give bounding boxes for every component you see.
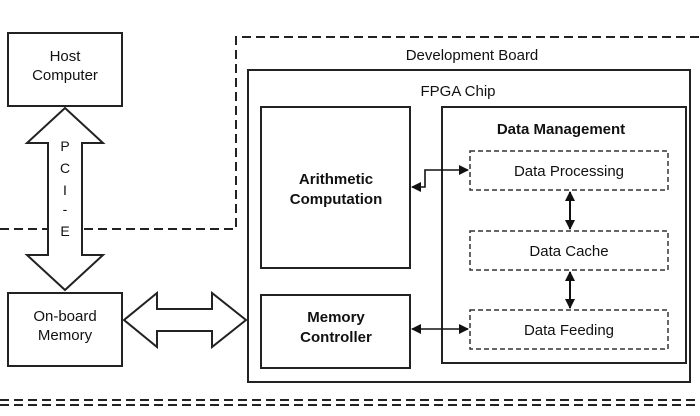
onboard-memory-box: [7, 292, 123, 367]
arithmetic-computation-label-line2: Computation: [290, 191, 382, 208]
pcie-letter: -: [63, 201, 68, 217]
data-management-title: Data Management: [497, 121, 625, 138]
onboard-memory-label-line1: On-board: [33, 308, 96, 325]
data-cache-label: Data Cache: [529, 243, 608, 260]
data-feeding-box: [469, 309, 669, 350]
pcie-letter: C: [60, 160, 70, 176]
pcie-letter: E: [60, 223, 69, 239]
development-board-label: Development Board: [406, 47, 539, 64]
pcie-letter: P: [60, 138, 69, 154]
memory-controller-label-line1: Memory: [307, 309, 365, 326]
pcie-bus-arrow: [24, 106, 106, 292]
development-board-boundary: [0, 36, 700, 230]
data-processing-label: Data Processing: [514, 163, 624, 180]
host-computer-label-line2: Computer: [32, 67, 98, 84]
data-processing-box: [469, 150, 669, 191]
memory-bus-arrow: [122, 290, 248, 350]
data-cache-box: [469, 230, 669, 271]
host-computer-box: [7, 32, 123, 107]
arithmetic-computation-label-line1: Arithmetic: [299, 171, 373, 188]
memory-controller-box: [260, 294, 411, 369]
fpga-chip-label: FPGA Chip: [420, 83, 495, 100]
onboard-memory-label-line2: Memory: [38, 327, 93, 344]
arithmetic-computation-box: [260, 106, 411, 269]
pcie-letter: I: [63, 182, 67, 198]
host-computer-label-line1: Host: [50, 48, 82, 65]
arithmetic-to-processing-arrow: [411, 165, 469, 192]
memory-controller-label-line2: Controller: [300, 329, 372, 346]
data-feeding-label: Data Feeding: [524, 322, 614, 339]
